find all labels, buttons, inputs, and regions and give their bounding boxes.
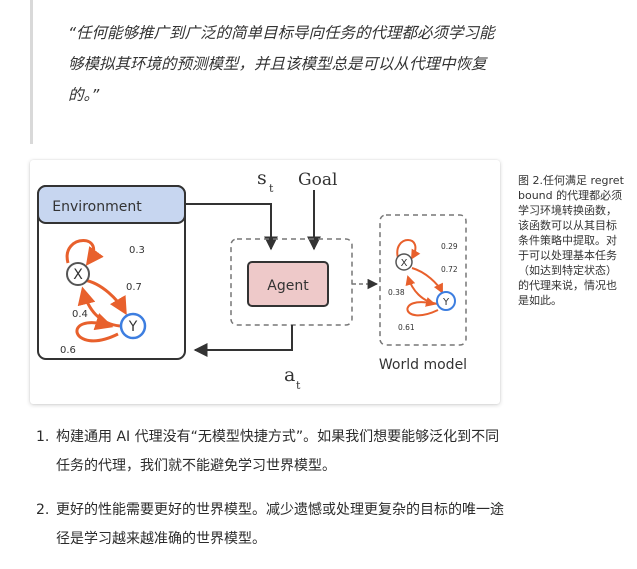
wm-prob-yy: 0.61 — [398, 323, 415, 332]
figure-caption: 图 2.任何满足 regret bound 的代理都必须学习环境转换函数，该函数… — [518, 174, 624, 307]
quote-bar — [30, 0, 33, 144]
takeaway-list: 1. 构建通用 AI 代理没有“无模型快捷方式”。如果我们想要能够泛化到不同任务… — [36, 423, 506, 569]
list-item: 2. 更好的性能需要更好的世界模型。减少遗憾或处理更复杂的目标的唯一途径是学习越… — [36, 496, 506, 554]
state-arrow — [185, 203, 278, 251]
goal-label: Goal — [298, 170, 337, 190]
environment-label: Environment — [52, 199, 142, 215]
env-prob-yy: 0.6 — [60, 345, 76, 356]
wm-prob-yx: 0.38 — [388, 288, 405, 297]
env-prob-xy: 0.7 — [126, 282, 142, 293]
env-prob-xx: 0.3 — [129, 245, 145, 256]
env-node-y — [119, 312, 147, 340]
list-item: 1. 构建通用 AI 代理没有“无模型快捷方式”。如果我们想要能够泛化到不同任务… — [36, 423, 506, 481]
wm-arrow-xx — [396, 239, 421, 260]
env-arrow-xx — [65, 239, 104, 266]
list-item-number: 1. — [36, 429, 50, 445]
env-node-x-label: X — [73, 267, 83, 283]
wm-node-x-label: X — [401, 258, 408, 269]
world-model-frame — [379, 214, 467, 346]
env-arrow-yy — [75, 313, 119, 343]
env-arrow-xy — [83, 278, 127, 316]
list-item-number: 2. — [36, 502, 50, 518]
state-symbol: s — [257, 167, 267, 189]
action-subscript: t — [296, 379, 301, 392]
action-arrow — [193, 325, 293, 357]
wm-prob-xx: 0.29 — [441, 242, 458, 251]
wm-arrow-yy — [406, 297, 439, 317]
wm-node-y-label: Y — [442, 297, 450, 308]
wm-node-y — [436, 291, 456, 311]
env-node-y-label: Y — [128, 319, 138, 335]
list-item-text: 更好的性能需要更好的世界模型。减少遗憾或处理更复杂的目标的唯一途径是学习越来越准… — [56, 502, 504, 547]
figure-card: Environment X Y 0.3 0.7 0.4 0.6 s t Goal… — [30, 160, 500, 404]
list-item-text: 构建通用 AI 代理没有“无模型快捷方式”。如果我们想要能够泛化到不同任务的代理… — [56, 429, 500, 474]
agent-label: Agent — [267, 278, 309, 294]
wm-node-x — [395, 253, 413, 271]
env-prob-yx: 0.4 — [72, 309, 88, 320]
world-model-label: World model — [379, 357, 467, 373]
state-subscript: t — [269, 182, 274, 195]
figure-diagram: Environment X Y 0.3 0.7 0.4 0.6 s t Goal… — [37, 167, 467, 392]
wm-prob-xy: 0.72 — [441, 265, 458, 274]
agent-box — [247, 261, 329, 307]
action-symbol: a — [284, 364, 295, 386]
quote-text: “任何能够推广到广泛的简单目标导向任务的代理都必须学习能够模拟其环境的预测模型，… — [68, 24, 495, 104]
env-node-x — [66, 262, 90, 286]
wm-arrow-xy — [411, 267, 443, 294]
